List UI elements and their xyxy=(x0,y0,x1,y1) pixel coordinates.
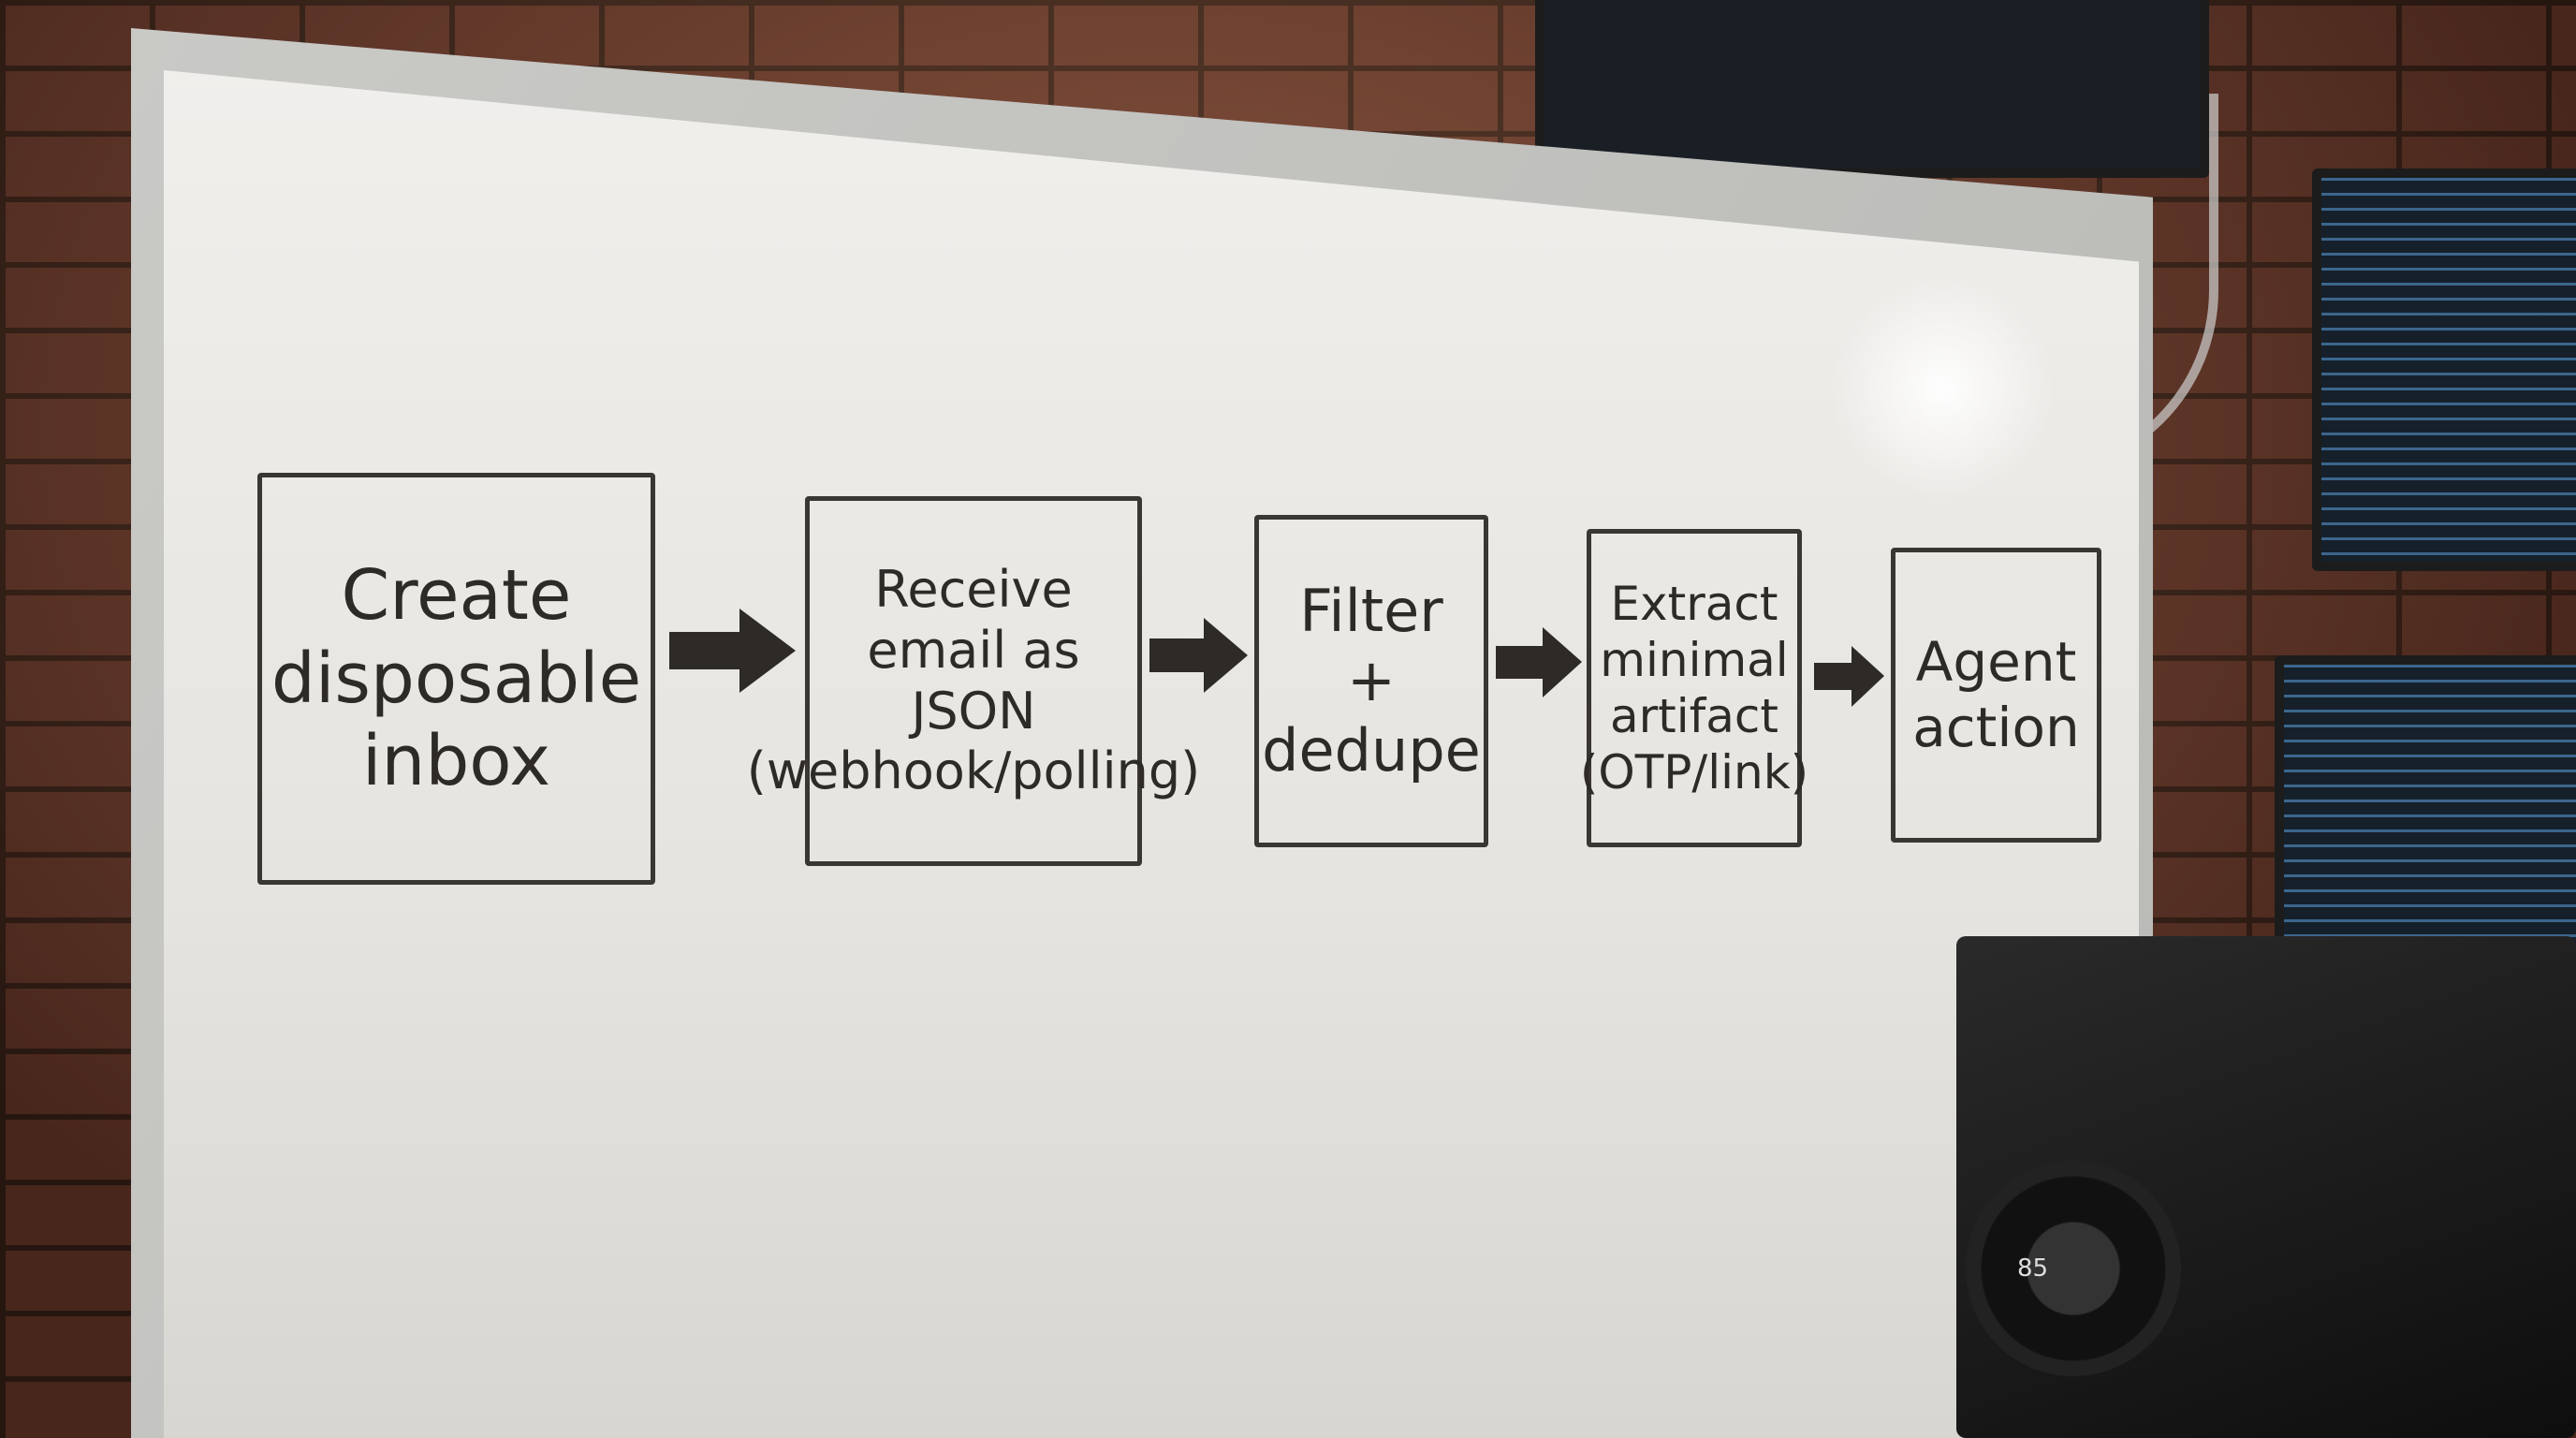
monitor-right-upper xyxy=(2312,169,2576,571)
step-box-create-inbox: Create disposable inbox xyxy=(257,473,655,885)
arrow-right-icon xyxy=(1149,618,1248,693)
step-box-agent-action: Agent action xyxy=(1891,548,2101,843)
step-label: Filter + dedupe xyxy=(1262,576,1481,785)
arrow-right-icon xyxy=(1496,627,1582,697)
arrow-right-icon xyxy=(1814,646,1884,707)
step-box-extract-artifact: Extract minimal artifact (OTP/link) xyxy=(1580,529,1808,847)
step-box-filter-dedupe: Filter + dedupe xyxy=(1254,515,1488,847)
lens-label: 85 xyxy=(2017,1255,2049,1283)
camera-lens xyxy=(1966,1161,2181,1376)
step-label: Agent action xyxy=(1912,629,2080,759)
arrow-right-icon xyxy=(669,609,796,693)
step-label: Create disposable inbox xyxy=(271,554,642,802)
step-box-receive-email: Receive email as JSON (webhook/polling) xyxy=(747,496,1200,866)
whiteboard-surface xyxy=(164,70,2139,1438)
step-label: Receive email as JSON (webhook/polling) xyxy=(746,559,1201,801)
step-label: Extract minimal artifact (OTP/link) xyxy=(1579,577,1809,800)
